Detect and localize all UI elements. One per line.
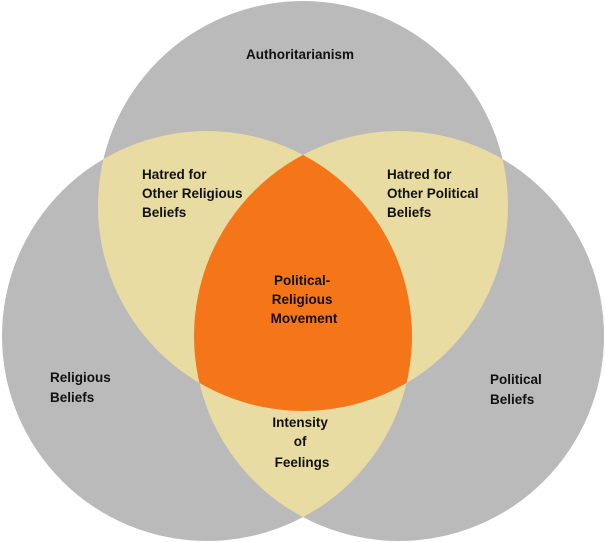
label-intensity-of-feelings: Intensity of Feelings (272, 415, 331, 470)
overlap-center-movement (194, 131, 412, 411)
label-authoritarianism: Authoritarianism (246, 47, 354, 62)
label-hatred-religious: Hatred for Other Religious Beliefs (142, 167, 246, 220)
label-religious-beliefs: Religious Beliefs (50, 370, 115, 405)
label-movement: Political- Religious Movement (271, 273, 338, 326)
label-political-beliefs: Political Beliefs (490, 372, 546, 407)
label-hatred-political: Hatred for Other Political Beliefs (387, 167, 482, 220)
